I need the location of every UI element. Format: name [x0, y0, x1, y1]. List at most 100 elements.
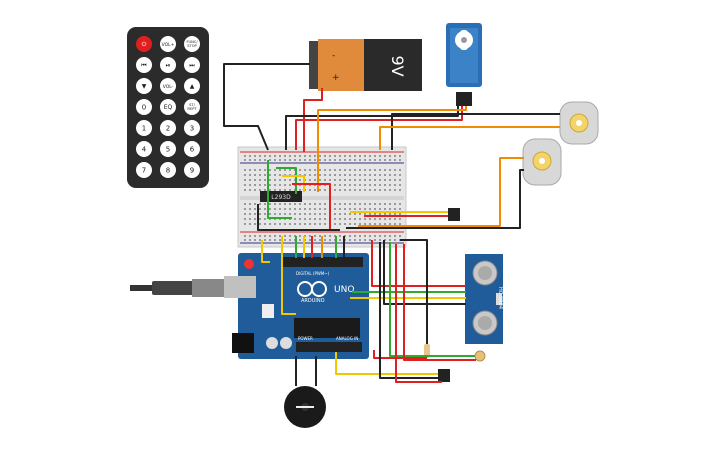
- wire-motor1-b[interactable]: [379, 126, 560, 150]
- breadboard-hole: [364, 218, 366, 220]
- wire-jumper-yellow[interactable]: [282, 175, 305, 192]
- breadboard-hole: [369, 213, 371, 215]
- breadboard-hole: [349, 208, 351, 210]
- breadboard-hole: [379, 213, 381, 215]
- atmega-chip: [294, 318, 360, 338]
- dc-motor-1[interactable]: [559, 101, 599, 145]
- breadboard-hole: [274, 184, 276, 186]
- ultrasonic-sensor[interactable]: HC-SR04: [465, 254, 503, 344]
- wire-photoresistor-2[interactable]: [403, 244, 476, 361]
- ultrasonic-label: HC-SR04: [497, 287, 503, 309]
- breadboard-hole: [249, 208, 251, 210]
- remote-button[interactable]: [136, 162, 152, 178]
- remote-button[interactable]: [184, 120, 200, 136]
- breadboard-hole: [369, 189, 371, 191]
- remote-button[interactable]: [160, 57, 176, 73]
- remote-button[interactable]: [184, 36, 200, 52]
- wire-motor2-a[interactable]: [358, 157, 524, 227]
- breadboard-hole: [334, 203, 336, 205]
- breadboard-hole: [259, 169, 261, 171]
- servo-motor[interactable]: [446, 23, 482, 106]
- wire-jumper-green-2[interactable]: [276, 167, 297, 194]
- breadboard-hole: [364, 159, 366, 161]
- wire-battery-negative[interactable]: [223, 63, 310, 151]
- breadboard-hole: [349, 155, 351, 157]
- ir-receiver[interactable]: [448, 208, 460, 221]
- wire-jumper-green-1[interactable]: [267, 160, 292, 219]
- remote-button[interactable]: [184, 162, 200, 178]
- breadboard-hole: [284, 184, 286, 186]
- breadboard-hole: [279, 203, 281, 205]
- breadboard-hole: [379, 223, 381, 225]
- breadboard-hole: [319, 223, 321, 225]
- breadboard-hole: [344, 213, 346, 215]
- breadboard-hole: [359, 179, 361, 181]
- breadboard-hole: [379, 203, 381, 205]
- battery-9v[interactable]: - + 9V: [309, 39, 422, 91]
- wire-servo-signal[interactable]: [317, 106, 467, 192]
- usb-cable[interactable]: [130, 279, 224, 297]
- breadboard[interactable]: L293D: [237, 146, 460, 248]
- breadboard-hole: [394, 223, 396, 225]
- remote-button[interactable]: [184, 78, 200, 94]
- wire-photoresistor[interactable]: [389, 242, 475, 357]
- remote-button[interactable]: [136, 78, 152, 94]
- breadboard-hole: [314, 203, 316, 205]
- remote-button[interactable]: [136, 36, 152, 52]
- wire-bb-arduino-yellow-3[interactable]: [281, 236, 296, 315]
- wire-resistor-bottom[interactable]: [373, 350, 427, 359]
- remote-button[interactable]: [184, 57, 200, 73]
- wire-battery-positive[interactable]: [303, 88, 323, 152]
- wire-resistor-top[interactable]: [400, 239, 428, 344]
- dc-motor-2[interactable]: [522, 138, 562, 186]
- reset-button[interactable]: [244, 259, 254, 269]
- breadboard-hole: [304, 213, 306, 215]
- piezo-buzzer[interactable]: [284, 386, 326, 428]
- arduino-power-label: POWER: [298, 336, 313, 341]
- remote-button[interactable]: [136, 120, 152, 136]
- breadboard-hole: [344, 179, 346, 181]
- remote-button[interactable]: [184, 141, 200, 157]
- remote-button[interactable]: [136, 57, 152, 73]
- breadboard-hole: [399, 203, 401, 205]
- wire-motor1-a[interactable]: [391, 113, 560, 150]
- breadboard-hole: [294, 223, 296, 225]
- wire-ultrasonic-vcc[interactable]: [371, 240, 466, 287]
- remote-button[interactable]: [136, 141, 152, 157]
- temperature-sensor[interactable]: [438, 369, 450, 382]
- breadboard-hole: [264, 203, 266, 205]
- resistor[interactable]: [424, 344, 430, 358]
- breadboard-hole: [244, 159, 246, 161]
- arduino-uno[interactable]: UNO ARDUINO DIGITAL (PWM~) ANALOG IN POW…: [224, 253, 369, 359]
- wire-bb-arduino-yellow[interactable]: [261, 240, 270, 263]
- remote-button[interactable]: [160, 99, 176, 115]
- wire-temp-signal[interactable]: [335, 352, 438, 375]
- breadboard-hole: [314, 159, 316, 161]
- remote-button[interactable]: [160, 120, 176, 136]
- breadboard-hole: [399, 179, 401, 181]
- l293d-chip[interactable]: [260, 191, 302, 202]
- remote-button[interactable]: [160, 162, 176, 178]
- breadboard-hole: [354, 179, 356, 181]
- wire-jumper-red[interactable]: [292, 183, 331, 230]
- remote-button[interactable]: [136, 99, 152, 115]
- wire-motor2-b[interactable]: [346, 169, 524, 229]
- breadboard-hole: [339, 239, 341, 241]
- remote-button[interactable]: [184, 99, 200, 115]
- breadboard-hole: [354, 218, 356, 220]
- photoresistor[interactable]: [474, 350, 486, 362]
- remote-button[interactable]: [160, 141, 176, 157]
- breadboard-hole: [379, 218, 381, 220]
- wire-jumper-black[interactable]: [257, 204, 340, 231]
- breadboard-hole: [369, 179, 371, 181]
- wire-temp-ground[interactable]: [379, 242, 438, 379]
- remote-button[interactable]: [160, 36, 176, 52]
- wire-ultrasonic-gnd[interactable]: [383, 240, 466, 305]
- breadboard-hole: [349, 159, 351, 161]
- wire-temp-power[interactable]: [395, 244, 442, 383]
- remote-button[interactable]: [160, 78, 176, 94]
- breadboard-hole: [259, 155, 261, 157]
- breadboard-hole: [389, 159, 391, 161]
- breadboard-hole: [269, 169, 271, 171]
